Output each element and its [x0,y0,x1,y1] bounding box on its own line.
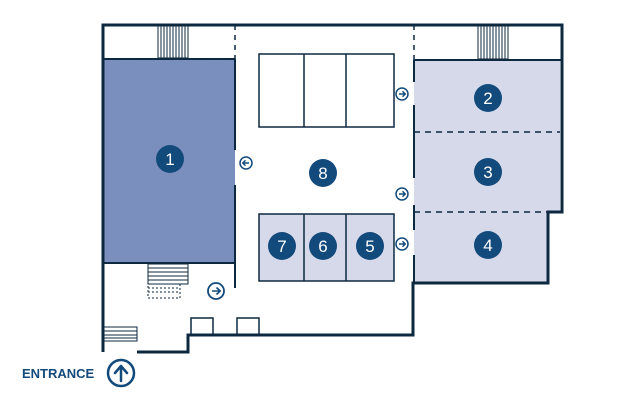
room-badge-5[interactable]: 5 [356,232,384,260]
arrow-up-circle-icon [106,358,136,388]
room-number: 5 [365,237,374,256]
arrow-right-circle-icon [395,87,409,101]
room-number: 2 [483,89,492,108]
room-badge-7[interactable]: 7 [268,232,296,260]
room-badge-6[interactable]: 6 [309,232,337,260]
stairs-lower [147,263,189,299]
outer-walls [101,23,564,354]
room-number: 8 [318,164,327,183]
stairs-top-left [157,25,189,59]
room-number: 7 [277,237,286,256]
room-badge-3[interactable]: 3 [474,158,502,186]
room-number: 1 [165,150,174,169]
stairs-entrance [103,326,138,342]
interior-walls [103,25,562,336]
entrance-marker[interactable]: ENTRANCE [22,358,136,388]
arrow-left-circle-icon [239,156,253,170]
room-badge-2[interactable]: 2 [474,84,502,112]
room-number: 3 [483,163,492,182]
arrow-right-circle-icon [207,282,225,300]
room-number: 6 [318,237,327,256]
entrance-label: ENTRANCE [22,366,95,381]
room-badge-4[interactable]: 4 [474,231,502,259]
arrow-right-circle-icon [395,187,409,201]
room-number: 4 [483,236,492,255]
stairs-top-right [477,25,509,60]
room-badge-1[interactable]: 1 [156,145,184,173]
room-badge-8[interactable]: 8 [309,159,337,187]
arrow-right-circle-icon [395,237,409,251]
